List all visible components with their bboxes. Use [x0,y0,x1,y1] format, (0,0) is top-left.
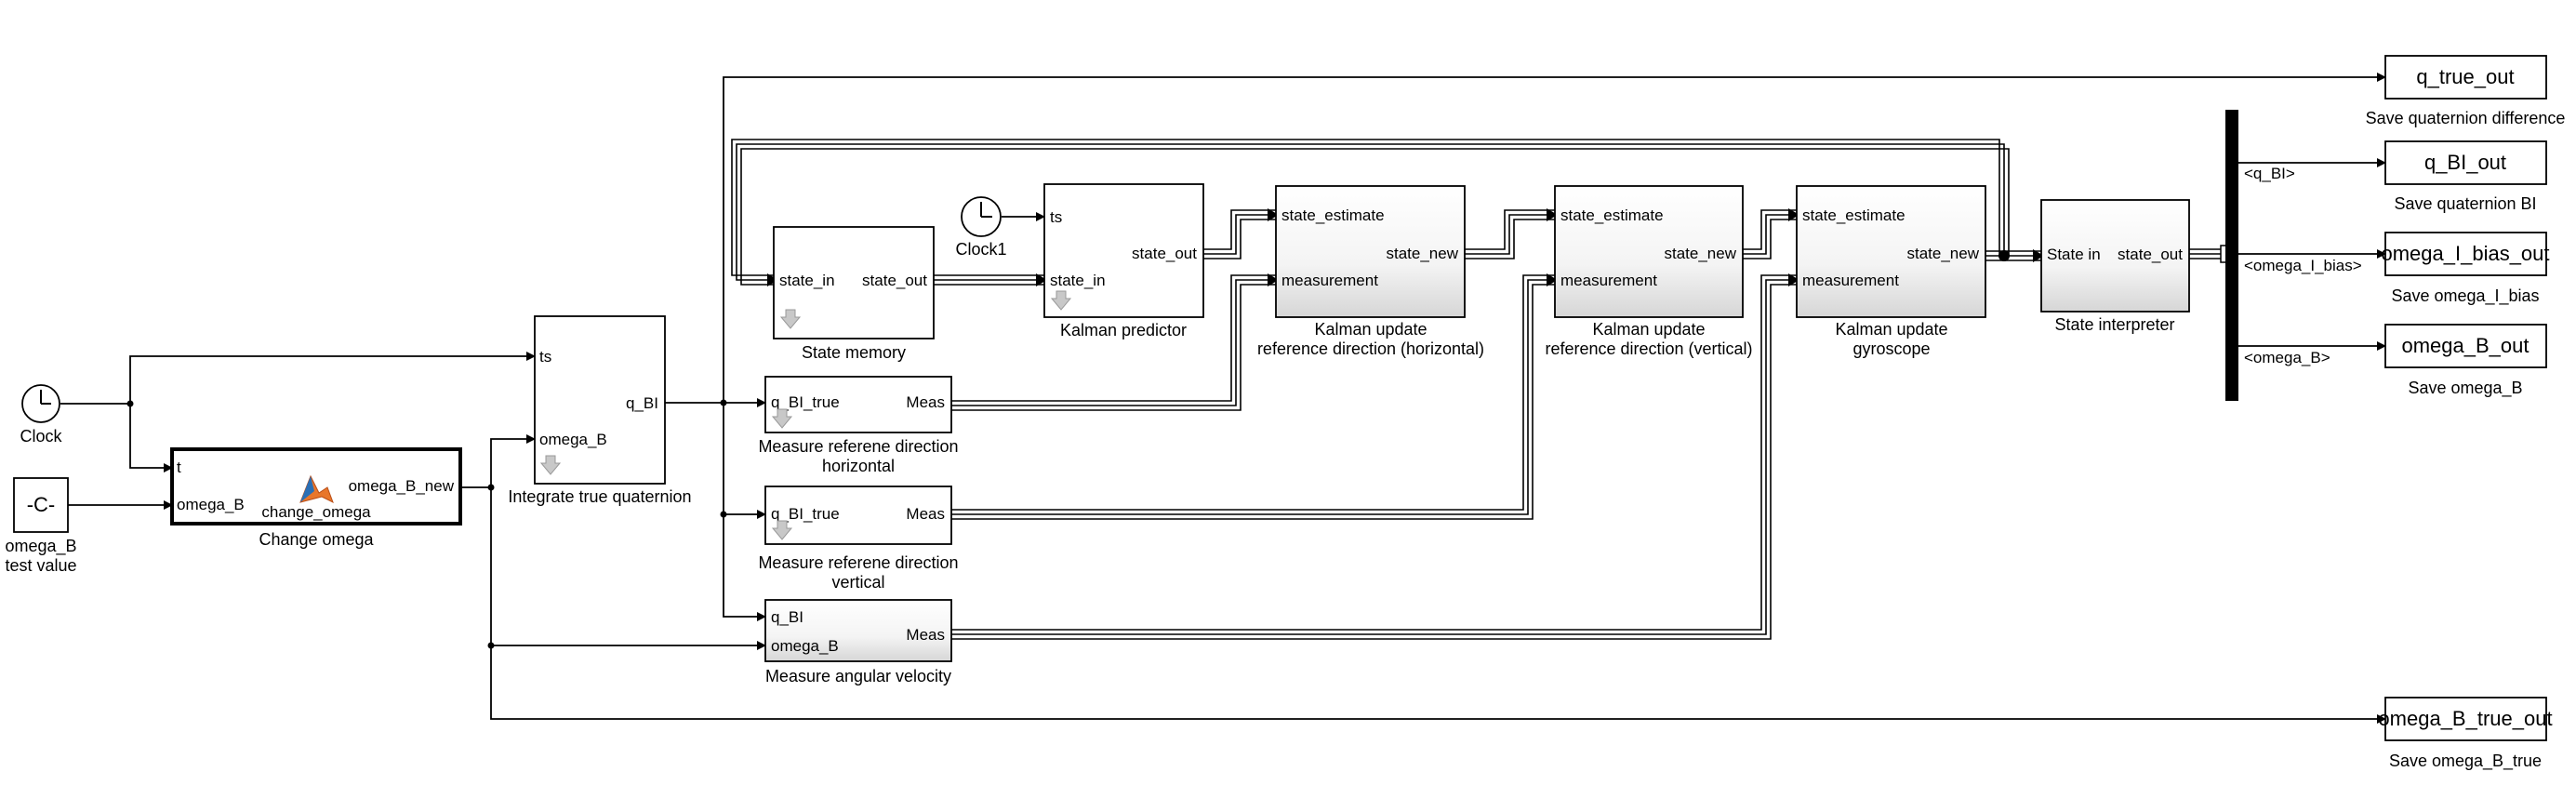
port-meas: Meas [906,393,945,411]
integrate-quaternion-block[interactable]: ts omega_B q_BI Integrate true quaternio… [508,315,692,506]
clock1-label: Clock1 [955,240,1006,259]
port-state-out: state_out [2118,246,2183,263]
state-interpreter-block[interactable]: State in state_out State interpreter [2040,199,2190,334]
measure-h-label-1: Measure referene direction [758,437,958,456]
port-ts: ts [539,348,551,366]
output-name: omega_B_out [2402,334,2530,357]
kalman-update-gyroscope-block[interactable]: state_estimate measurement state_new Kal… [1796,185,1986,358]
port-state-in: state_in [779,272,835,289]
kalman-update-h-label-1: Kalman update [1314,320,1427,339]
signal-q-bi-label: <q_BI> [2244,165,2295,182]
port-measurement: measurement [1281,272,1378,289]
kalman-update-g-label-1: Kalman update [1835,320,1947,339]
bus-selector-block[interactable]: <q_BI> <omega_I_bias> <omega_B> [2225,110,2362,401]
output-label: Save omega_B [2408,379,2522,398]
signal-omega-i-bias-label: <omega_I_bias> [2244,257,2362,274]
port-measurement: measurement [1560,272,1657,289]
measure-w-label: Measure angular velocity [765,667,951,685]
state-interpreter-label: State interpreter [2054,315,2174,334]
output-label: Save quaternion difference [2366,109,2566,127]
port-state-out: state_out [862,272,927,289]
port-state-estimate: state_estimate [1281,206,1385,224]
port-q-bi: q_BI [626,394,658,412]
port-omega-b: omega_B [177,496,245,513]
matlab-logo-icon [299,474,334,504]
measure-direction-horizontal-block[interactable]: q_BI_true Meas Measure referene directio… [758,376,959,475]
save-quaternion-bi-block[interactable]: q_BI_out Save quaternion BI [2384,140,2547,213]
save-omega-b-true-block[interactable]: omega_B_true_out Save omega_B_true [2378,697,2553,771]
state-memory-block[interactable]: state_in state_out State memory [773,226,935,362]
port-omega-b-new: omega_B_new [349,477,455,495]
output-name: q_BI_out [2424,151,2506,174]
measure-angular-velocity-block[interactable]: q_BI omega_B Meas Measure angular veloci… [764,599,952,685]
integrate-label: Integrate true quaternion [508,487,691,506]
down-arrow-icon [771,520,793,540]
clock1-block[interactable]: Clock1 [955,196,1007,259]
port-ts: ts [1050,208,1062,226]
port-state-estimate: state_estimate [1802,206,1905,224]
port-q-bi-true: q_BI_true [771,505,840,523]
down-arrow-icon [1050,290,1072,311]
constant-symbol: -C- [27,493,56,516]
down-arrow-icon [539,455,562,475]
kalman-predictor-block[interactable]: ts state_in state_out Kalman predictor [1043,183,1204,339]
state-memory-label: State memory [802,343,906,362]
output-name: q_true_out [2416,65,2514,88]
port-omega-b: omega_B [539,431,607,448]
port-state-in: state_in [1050,272,1106,289]
measure-direction-vertical-block[interactable]: q_BI_true Meas Measure referene directio… [758,486,959,592]
measure-v-label-2: vertical [831,573,884,592]
signal-lines [60,73,2386,724]
port-meas: Meas [906,626,945,644]
down-arrow-icon [779,309,802,329]
kalman-update-g-label-2: gyroscope [1852,339,1930,358]
clock-block[interactable]: Clock [20,384,63,446]
port-omega-b: omega_B [771,637,839,655]
port-state-in: State in [2047,246,2101,263]
down-arrow-icon [771,408,793,429]
change-omega-label: Change omega [259,530,374,549]
signal-omega-b-label: <omega_B> [2244,349,2330,366]
port-q-bi-true: q_BI_true [771,393,840,411]
output-label: Save omega_I_bias [2391,286,2539,306]
output-name: omega_B_true_out [2378,707,2552,730]
output-label: Save omega_B_true [2389,752,2542,771]
kalman-update-v-label-1: Kalman update [1592,320,1705,339]
port-q-bi: q_BI [771,608,803,626]
constant-label-2: test value [5,556,76,575]
port-measurement: measurement [1802,272,1899,289]
kalman-predictor-label: Kalman predictor [1060,321,1187,339]
port-state-new: state_new [1907,245,1980,262]
constant-block[interactable]: -C- omega_B test value [5,477,77,575]
output-name: omega_I_bias_out [2381,242,2549,265]
port-state-estimate: state_estimate [1560,206,1664,224]
port-state-out: state_out [1132,245,1197,262]
output-label: Save quaternion BI [2394,194,2536,213]
port-meas: Meas [906,505,945,523]
port-state-new: state_new [1387,245,1459,262]
save-omega-i-bias-block[interactable]: omega_I_bias_out Save omega_I_bias [2381,232,2550,306]
measure-h-label-2: horizontal [822,457,895,475]
kalman-update-vertical-block[interactable]: state_estimate measurement state_new Kal… [1545,185,1753,358]
kalman-update-v-label-2: reference direction (vertical) [1545,339,1752,358]
save-omega-b-block[interactable]: omega_B_out Save omega_B [2384,324,2547,398]
kalman-update-horizontal-block[interactable]: state_estimate measurement state_new Kal… [1257,185,1484,358]
measure-v-label-1: Measure referene direction [758,553,958,572]
port-state-new: state_new [1665,245,1737,262]
constant-label-1: omega_B [5,537,76,556]
save-quaternion-difference-block[interactable]: q_true_out Save quaternion difference [2366,55,2566,127]
change-omega-block[interactable]: t omega_B omega_B_new change_omega Chang… [170,447,462,549]
function-name: change_omega [261,503,371,521]
kalman-update-h-label-2: reference direction (horizontal) [1257,339,1484,358]
clock-label: Clock [20,427,62,446]
port-t: t [177,459,181,476]
